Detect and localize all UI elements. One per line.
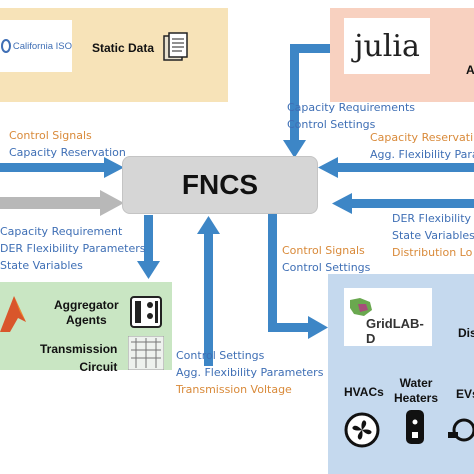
label-capacity-requirements-tr: Capacity Requirements [287, 101, 416, 114]
julia-logo: julia [344, 18, 430, 74]
transmission-line-1: Transmission [40, 342, 118, 356]
gridlabd-logo-text: GridLAB-D [366, 316, 424, 346]
water-line-2: Heaters [394, 391, 439, 405]
ev-charger-icon [448, 418, 474, 442]
fncs-title: FNCS [181, 169, 259, 200]
hvacs-label: HVACs [344, 385, 384, 399]
water-heaters-label: Water Heaters [394, 376, 438, 406]
california-iso-logo-mark [1, 39, 11, 53]
gridlabd-logo: GridLAB-D [344, 288, 432, 346]
label-der-flexibility-right: DER Flexibility [392, 212, 472, 225]
label-agg-flex-bottom: Agg. Flexibility Parameters [176, 366, 324, 379]
label-transmission-voltage-bottom: Transmission Voltage [176, 383, 292, 396]
transmission-circuit-label: Transmission Circuit [40, 340, 117, 376]
label-control-settings-tr: Control Settings [287, 118, 376, 131]
static-data-label: Static Data [92, 41, 155, 55]
water-line-1: Water [399, 376, 433, 390]
distribution-panel-label-fragment: Dis [458, 326, 474, 340]
fan-icon [344, 412, 380, 448]
california-iso-text: California ISO [12, 40, 72, 52]
california-iso-logo: California ISO [0, 20, 72, 72]
label-control-settings-right-down: Control Settings [282, 261, 371, 274]
document-stack-icon [163, 32, 188, 61]
aggregator-line-2: Agents [66, 313, 107, 327]
label-der-flex-left: DER Flexibility Parameters [0, 242, 146, 255]
matlab-logo-icon [0, 296, 26, 332]
evs-label: EVs [456, 387, 474, 401]
transmission-line-2: Circuit [79, 360, 118, 374]
aggregator-agents-label: Aggregator Agents [54, 298, 119, 328]
controller-icon [130, 296, 162, 328]
circuit-diagram-icon [128, 336, 164, 370]
label-control-signals-right-down: Control Signals [282, 244, 365, 257]
label-capacity-requirement-left: Capacity Requirement [0, 225, 123, 238]
label-state-variables-right: State Variables [392, 229, 474, 242]
label-distribution-load-right: Distribution Lo [392, 246, 473, 259]
gridlabd-map-icon [350, 298, 372, 316]
fncs-box: FNCS [122, 156, 318, 214]
julia-panel-label-fragment: A [466, 63, 474, 77]
label-capacity-reservation-right: Capacity Reservati [370, 131, 474, 144]
label-capacity-reservation-tl: Capacity Reservation [9, 146, 126, 159]
water-heater-icon [406, 410, 424, 444]
julia-logo-text: julia [354, 28, 420, 64]
aggregator-line-1: Aggregator [54, 298, 119, 312]
label-agg-flexibility-right: Agg. Flexibility Para [370, 148, 474, 161]
label-state-variables-left: State Variables [0, 259, 83, 272]
label-control-settings-bottom: Control Settings [176, 349, 265, 362]
label-control-signals-tl: Control Signals [9, 129, 92, 142]
